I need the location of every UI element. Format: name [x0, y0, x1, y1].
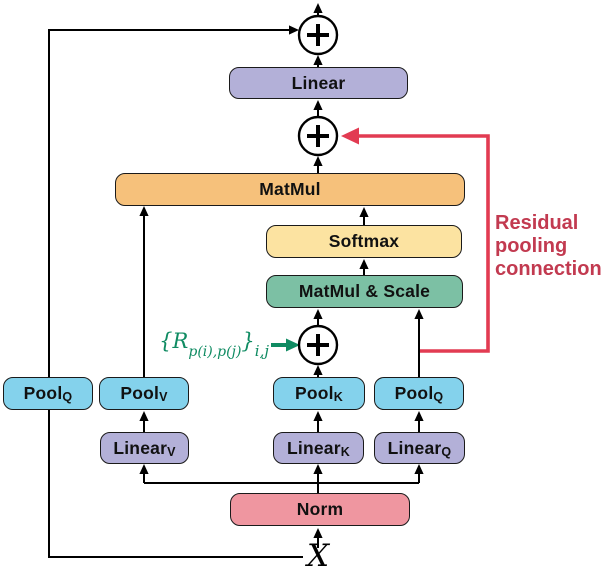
relpos-inner-subscript: p(i),p(j) [188, 344, 242, 361]
linear-out-label: Linear [291, 72, 346, 93]
relpos-outer-subscript: i,j [254, 342, 269, 361]
norm-label: Norm [296, 499, 344, 519]
main-axis-wires [313, 3, 369, 377]
pool-q-skip-subscript: Q [62, 390, 73, 405]
relative-position-bias-label: {Rp(i),p(j)}i,j [159, 329, 269, 361]
pool-q-skip-label: Pool [23, 383, 63, 403]
pool-v-label: Pool [120, 383, 160, 403]
linear-k-label: Linear [287, 437, 341, 458]
linear-v-label: Linear [113, 437, 168, 458]
norm-box: Norm [230, 493, 410, 526]
skip-connection-line [48, 25, 303, 558]
pool-q-subscript: Q [433, 390, 444, 405]
linear-k-subscript: K [340, 444, 350, 459]
sum-node-middle-icon [297, 115, 339, 157]
sum-node-relpos-icon [297, 324, 339, 366]
residual-annotation-line2: pooling [495, 235, 568, 257]
pool-k-label: Pool [295, 383, 334, 403]
key-query-path-wires [313, 309, 424, 432]
linear-v-subscript: V [167, 444, 176, 459]
linear-q-subscript: Q [441, 444, 452, 459]
sum-node-top-icon [297, 14, 339, 56]
norm-fanout-wires [139, 464, 424, 548]
softmax-label: Softmax [328, 231, 400, 251]
rel-pos-arrow [271, 338, 300, 352]
rel-pos-arrowhead-icon [286, 338, 300, 352]
pool-k-subscript: K [333, 390, 343, 405]
residual-annotation-line3: connection [495, 258, 602, 280]
matmul-scale-box: MatMul & Scale [266, 275, 463, 308]
relpos-open-brace: { [159, 329, 173, 353]
linear-out-box: Linear [229, 67, 408, 99]
residual-annotation-line1: Residual [495, 212, 579, 234]
residual-pooling-line [341, 127, 490, 353]
linear-q-label: Linear [387, 437, 442, 458]
pool-v-subscript: V [159, 390, 168, 405]
matmul-scale-label: MatMul & Scale [298, 281, 431, 301]
matmul-box: MatMul [115, 173, 465, 206]
value-path-wire [139, 206, 149, 432]
input-x-label: X [306, 538, 330, 574]
relpos-symbol: R [172, 329, 189, 353]
relpos-close-brace: } [241, 329, 255, 353]
skip-arrowhead-icon [289, 25, 299, 35]
matmul-label: MatMul [259, 179, 321, 199]
residual-arrowhead-icon [341, 127, 359, 145]
softmax-box: Softmax [266, 225, 462, 258]
residual-pooling-annotation: Residual pooling connection [495, 212, 602, 281]
pool-q-label: Pool [394, 383, 434, 403]
